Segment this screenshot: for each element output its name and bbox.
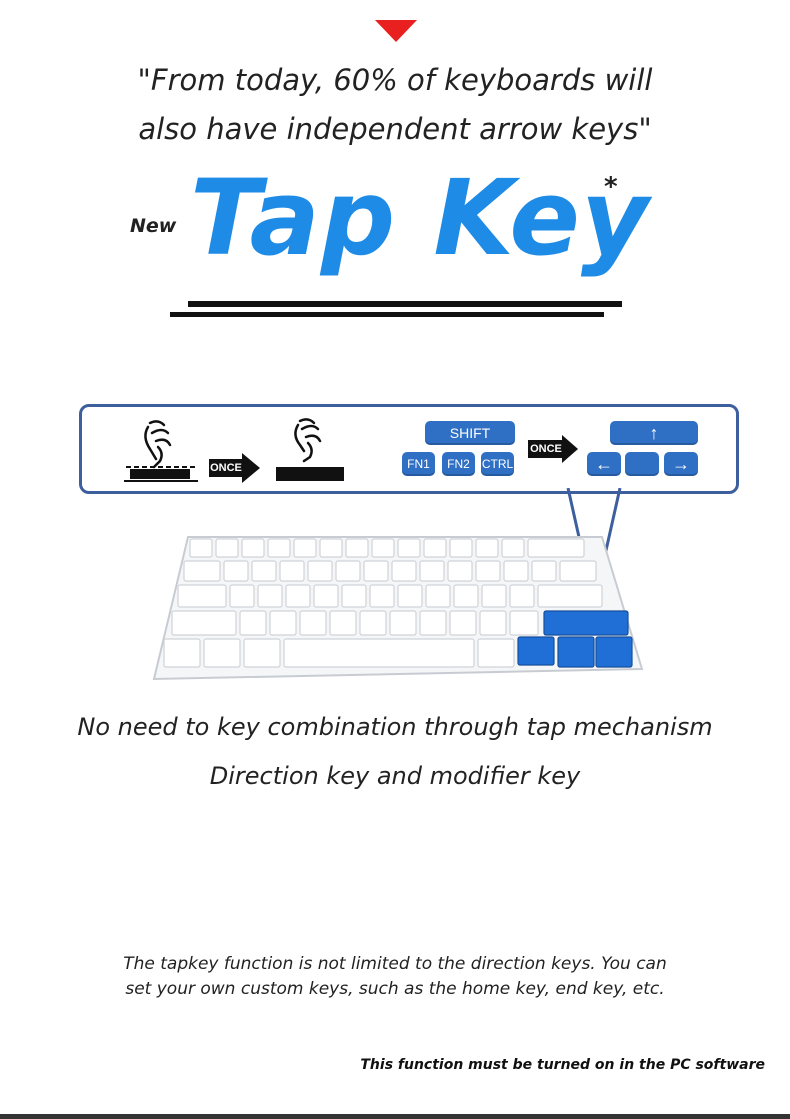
footnote: This function must be turned on in the P… <box>360 1057 765 1073</box>
new-label: New <box>130 215 177 237</box>
note-line1: The tapkey function is not limited to th… <box>123 954 667 974</box>
shift-key: SHIFT <box>425 421 515 445</box>
ctrl-key: CTRL <box>481 452 514 476</box>
keyboard-illustration <box>152 536 644 681</box>
tap-key-title: Tap Key <box>190 157 650 279</box>
headline: "From today, 60% of keyboards will also … <box>0 56 790 154</box>
once-label-1: ONCE <box>209 459 243 477</box>
red-down-arrow-icon <box>375 20 417 42</box>
right-arrow-key: → <box>664 452 698 476</box>
divider-line-top <box>188 301 622 307</box>
fn1-key: FN1 <box>402 452 435 476</box>
left-arrow-key: ← <box>587 452 621 476</box>
caption-line1: No need to key combination through tap m… <box>77 713 713 741</box>
once-label-2: ONCE <box>528 440 564 458</box>
arrow-right-icon <box>562 435 578 463</box>
hand-released-key-icon <box>276 418 344 481</box>
tapkey-diagram-panel: ONCE SHIFT FN1 FN2 CTRL ONCE ↑ ← → <box>79 404 739 494</box>
tapkey-note: The tapkey function is not limited to th… <box>90 952 700 1002</box>
up-arrow-key: ↑ <box>610 421 698 445</box>
fn2-key: FN2 <box>442 452 475 476</box>
divider-line-bottom <box>170 312 604 317</box>
down-arrow-key <box>625 452 659 476</box>
arrow-right-icon <box>242 453 260 483</box>
title-asterisk: * <box>604 172 618 202</box>
note-line2: set your own custom keys, such as the ho… <box>125 979 665 999</box>
headline-line1: "From today, 60% of keyboards will <box>137 63 653 97</box>
hand-pressing-key-icon <box>124 420 198 482</box>
headline-line2: also have independent arrow keys" <box>138 112 652 146</box>
bottom-border <box>0 1114 790 1119</box>
caption-line2: Direction key and modifier key <box>209 762 581 790</box>
